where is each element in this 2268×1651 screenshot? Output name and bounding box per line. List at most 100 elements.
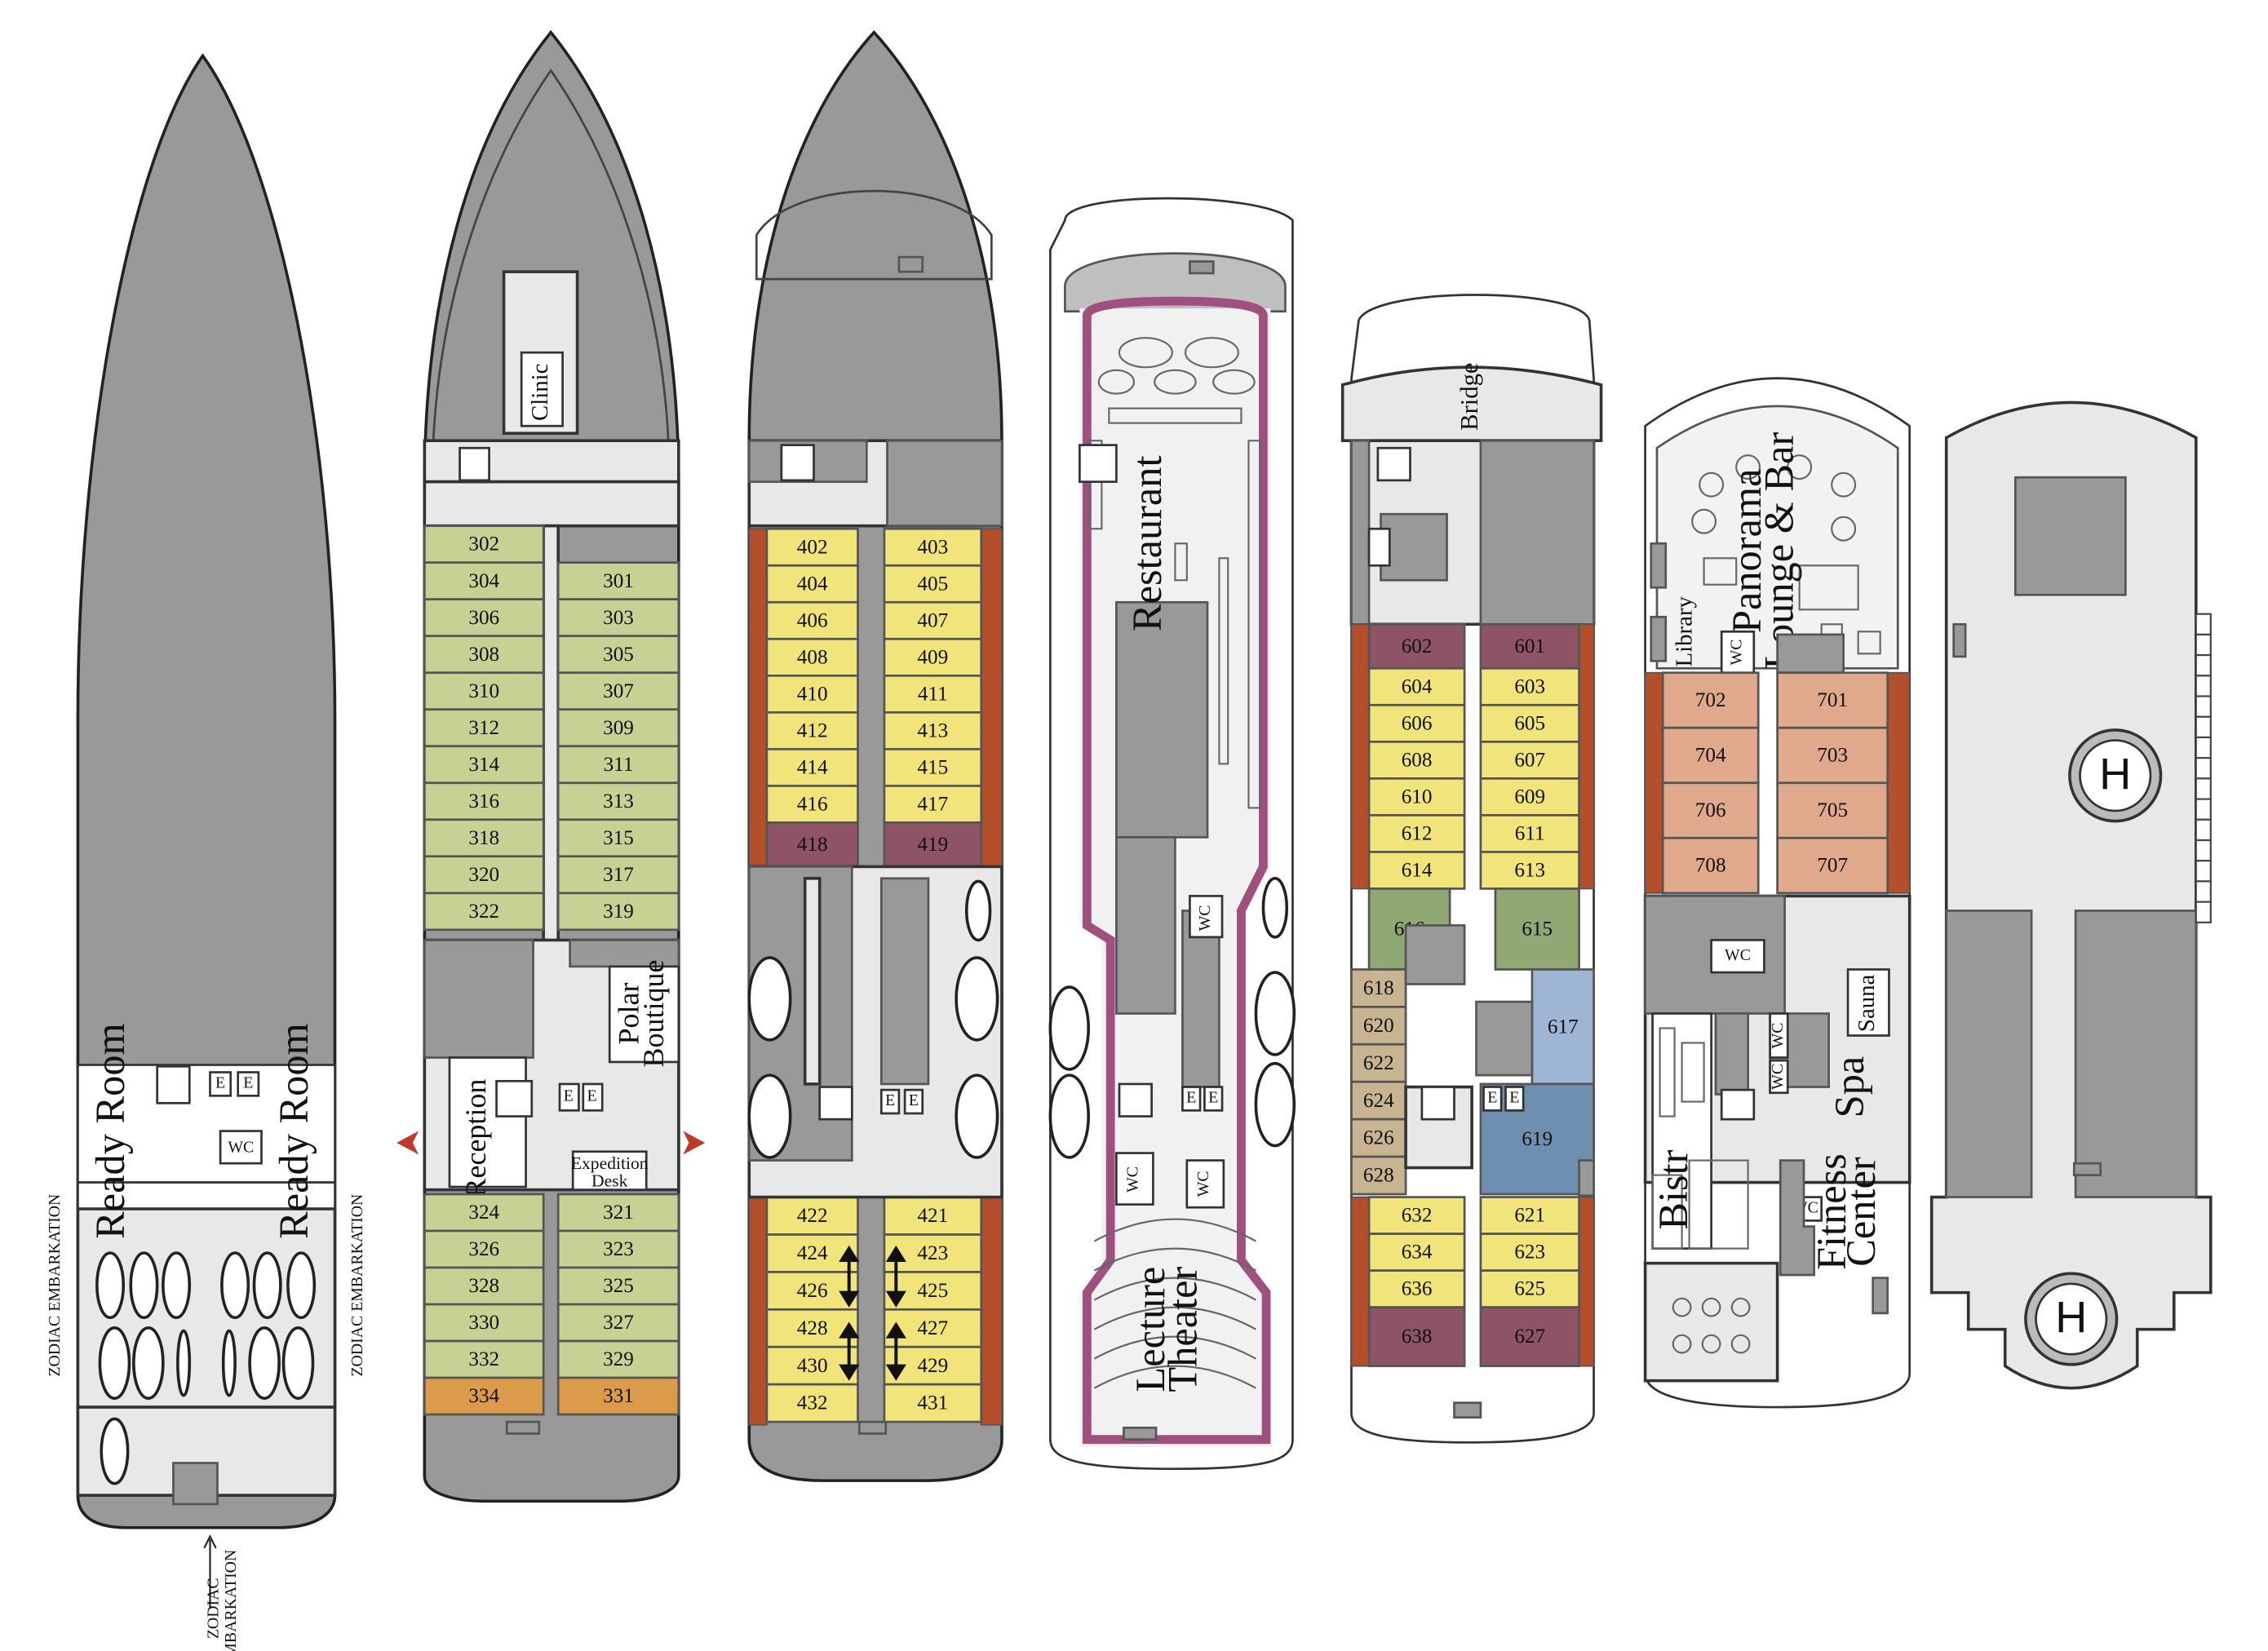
cabin-number: 307 bbox=[603, 680, 634, 702]
cabin-418[interactable]: 418 bbox=[765, 821, 859, 868]
cabin-424[interactable]: 424 bbox=[765, 1233, 859, 1273]
cabin-412[interactable]: 412 bbox=[765, 710, 859, 750]
cabin-307[interactable]: 307 bbox=[556, 671, 680, 711]
cabin-623[interactable]: 623 bbox=[1479, 1233, 1580, 1272]
cabin-626[interactable]: 626 bbox=[1350, 1118, 1407, 1158]
cabin-618[interactable]: 618 bbox=[1350, 968, 1407, 1008]
cabin-332[interactable]: 332 bbox=[423, 1339, 545, 1379]
cabin-329[interactable]: 329 bbox=[556, 1339, 680, 1379]
cabin-422[interactable]: 422 bbox=[765, 1196, 859, 1236]
cabin-421[interactable]: 421 bbox=[883, 1196, 983, 1236]
cabin-603[interactable]: 603 bbox=[1479, 666, 1580, 706]
cabin-318[interactable]: 318 bbox=[423, 818, 545, 858]
cabin-325[interactable]: 325 bbox=[556, 1266, 680, 1306]
cabin-638[interactable]: 638 bbox=[1367, 1306, 1466, 1368]
cabin-404[interactable]: 404 bbox=[765, 564, 859, 604]
cabin-414[interactable]: 414 bbox=[765, 748, 859, 787]
cabin-432[interactable]: 432 bbox=[765, 1383, 859, 1423]
cabin-402[interactable]: 402 bbox=[765, 527, 859, 567]
cabin-601[interactable]: 601 bbox=[1479, 622, 1580, 670]
cabin-315[interactable]: 315 bbox=[556, 818, 680, 858]
cabin-706[interactable]: 706 bbox=[1661, 781, 1760, 839]
cabin-624[interactable]: 624 bbox=[1350, 1080, 1407, 1121]
cabin-321[interactable]: 321 bbox=[556, 1193, 680, 1233]
cabin-622[interactable]: 622 bbox=[1350, 1042, 1407, 1083]
cabin-606[interactable]: 606 bbox=[1367, 703, 1466, 743]
cabin-411[interactable]: 411 bbox=[883, 674, 983, 714]
cabin-314[interactable]: 314 bbox=[423, 745, 545, 785]
cabin-327[interactable]: 327 bbox=[556, 1303, 680, 1343]
cabin-615[interactable]: 615 bbox=[1494, 887, 1580, 971]
cabin-313[interactable]: 313 bbox=[556, 781, 680, 821]
cabin-308[interactable]: 308 bbox=[423, 635, 545, 675]
cabin-417[interactable]: 417 bbox=[883, 785, 983, 824]
cabin-326[interactable]: 326 bbox=[423, 1229, 545, 1269]
cabin-301[interactable]: 301 bbox=[556, 561, 680, 601]
cabin-632[interactable]: 632 bbox=[1367, 1196, 1466, 1235]
cabin-323[interactable]: 323 bbox=[556, 1229, 680, 1269]
cabin-610[interactable]: 610 bbox=[1367, 777, 1466, 817]
cabin-702[interactable]: 702 bbox=[1661, 671, 1760, 729]
cabin-419[interactable]: 419 bbox=[883, 821, 983, 868]
cabin-607[interactable]: 607 bbox=[1479, 741, 1580, 780]
cabin-322[interactable]: 322 bbox=[423, 892, 545, 932]
cabin-602[interactable]: 602 bbox=[1367, 622, 1466, 670]
cabin-613[interactable]: 613 bbox=[1479, 851, 1580, 890]
cabin-330[interactable]: 330 bbox=[423, 1303, 545, 1343]
cabin-319[interactable]: 319 bbox=[556, 892, 680, 932]
cabin-304[interactable]: 304 bbox=[423, 561, 545, 601]
cabin-707[interactable]: 707 bbox=[1776, 836, 1889, 895]
cabin-302[interactable]: 302 bbox=[423, 525, 545, 564]
cabin-431[interactable]: 431 bbox=[883, 1383, 983, 1423]
cabin-614[interactable]: 614 bbox=[1367, 851, 1466, 890]
cabin-309[interactable]: 309 bbox=[556, 708, 680, 748]
cabin-611[interactable]: 611 bbox=[1479, 814, 1580, 853]
cabin-320[interactable]: 320 bbox=[423, 855, 545, 895]
cabin-334[interactable]: 334 bbox=[423, 1376, 545, 1416]
cabin-605[interactable]: 605 bbox=[1479, 703, 1580, 743]
cabin-331[interactable]: 331 bbox=[556, 1376, 680, 1416]
cabin-636[interactable]: 636 bbox=[1367, 1269, 1466, 1308]
cabin-305[interactable]: 305 bbox=[556, 635, 680, 675]
cabin-708[interactable]: 708 bbox=[1661, 836, 1760, 895]
cabin-416[interactable]: 416 bbox=[765, 785, 859, 824]
cabin-306[interactable]: 306 bbox=[423, 598, 545, 638]
cabin-704[interactable]: 704 bbox=[1661, 726, 1760, 785]
cabin-312[interactable]: 312 bbox=[423, 708, 545, 748]
cabin-425[interactable]: 425 bbox=[883, 1271, 983, 1311]
cabin-403[interactable]: 403 bbox=[883, 527, 983, 567]
cabin-612[interactable]: 612 bbox=[1367, 814, 1466, 853]
cabin-408[interactable]: 408 bbox=[765, 637, 859, 677]
cabin-413[interactable]: 413 bbox=[883, 710, 983, 750]
cabin-405[interactable]: 405 bbox=[883, 564, 983, 604]
cabin-617[interactable]: 617 bbox=[1530, 968, 1595, 1086]
cabin-407[interactable]: 407 bbox=[883, 600, 983, 640]
cabin-609[interactable]: 609 bbox=[1479, 777, 1580, 817]
cabin-701[interactable]: 701 bbox=[1776, 671, 1889, 729]
deck-5-elevator-b bbox=[1203, 1086, 1224, 1112]
cabin-621[interactable]: 621 bbox=[1479, 1196, 1580, 1235]
cabin-324[interactable]: 324 bbox=[423, 1193, 545, 1233]
cabin-428[interactable]: 428 bbox=[765, 1308, 859, 1348]
cabin-316[interactable]: 316 bbox=[423, 781, 545, 821]
cabin-703[interactable]: 703 bbox=[1776, 726, 1889, 785]
cabin-317[interactable]: 317 bbox=[556, 855, 680, 895]
cabin-426[interactable]: 426 bbox=[765, 1271, 859, 1311]
cabin-625[interactable]: 625 bbox=[1479, 1269, 1580, 1308]
cabin-608[interactable]: 608 bbox=[1367, 741, 1466, 780]
cabin-406[interactable]: 406 bbox=[765, 600, 859, 640]
cabin-415[interactable]: 415 bbox=[883, 748, 983, 787]
cabin-634[interactable]: 634 bbox=[1367, 1233, 1466, 1272]
cabin-604[interactable]: 604 bbox=[1367, 666, 1466, 706]
cabin-628[interactable]: 628 bbox=[1350, 1155, 1407, 1196]
cabin-410[interactable]: 410 bbox=[765, 674, 859, 714]
cabin-311[interactable]: 311 bbox=[556, 745, 680, 785]
cabin-627[interactable]: 627 bbox=[1479, 1306, 1580, 1368]
cabin-310[interactable]: 310 bbox=[423, 671, 545, 711]
cabin-620[interactable]: 620 bbox=[1350, 1006, 1407, 1046]
cabin-409[interactable]: 409 bbox=[883, 637, 983, 677]
cabin-705[interactable]: 705 bbox=[1776, 781, 1889, 839]
cabin-328[interactable]: 328 bbox=[423, 1266, 545, 1306]
cabin-303[interactable]: 303 bbox=[556, 598, 680, 638]
cabin-619[interactable]: 619 bbox=[1479, 1082, 1595, 1196]
